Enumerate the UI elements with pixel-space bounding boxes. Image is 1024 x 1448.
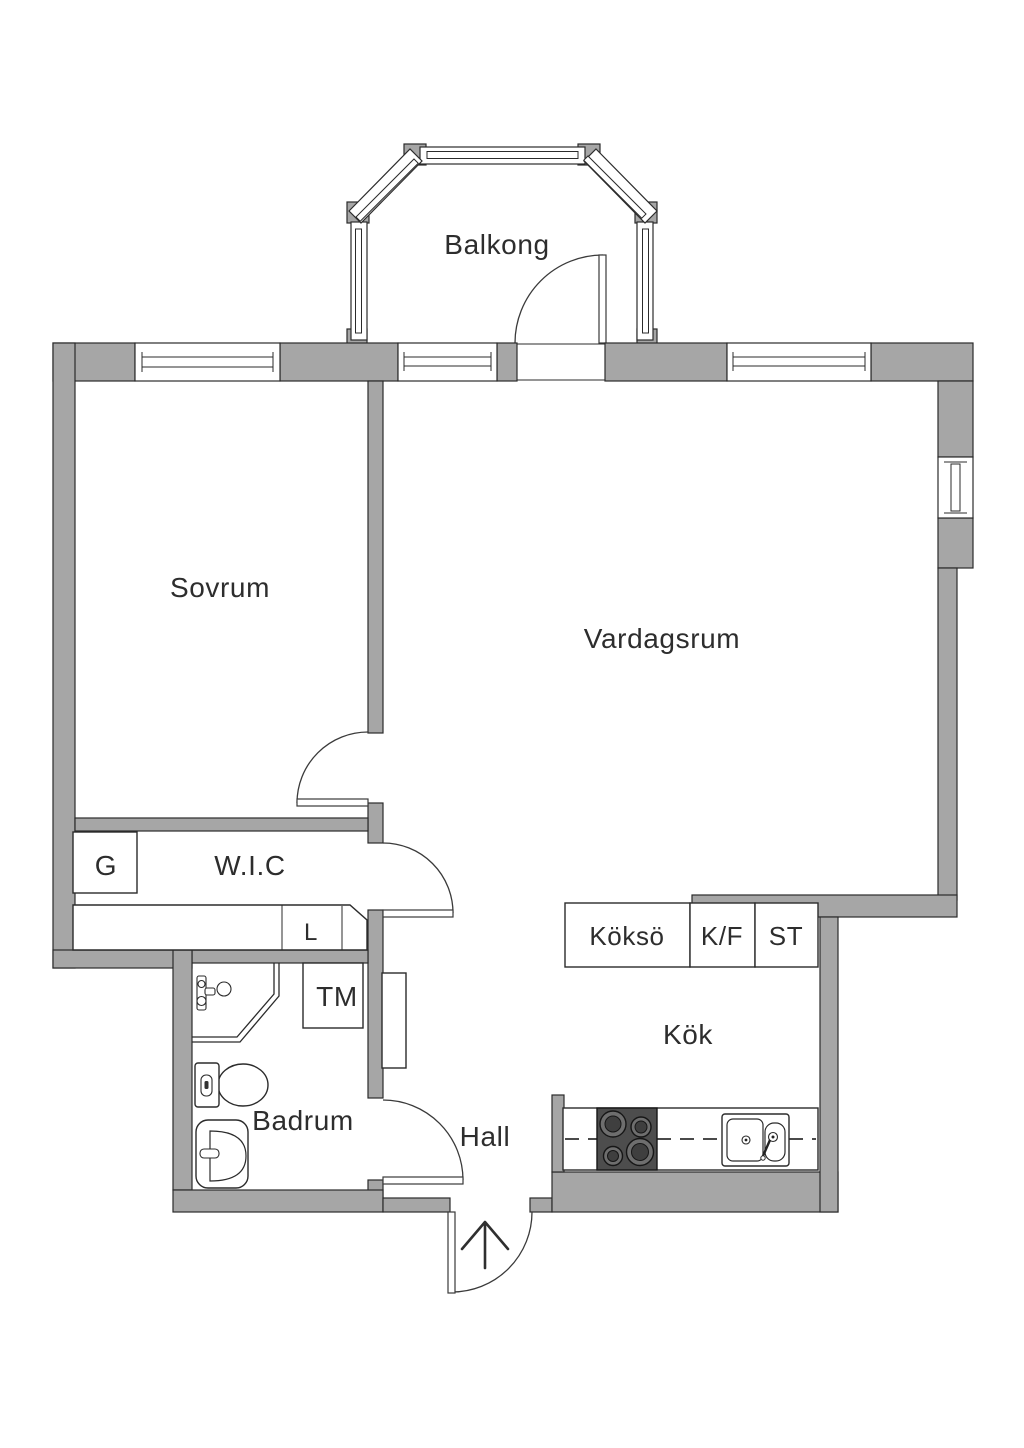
kitchen-sink bbox=[721, 1113, 790, 1167]
wall-segment bbox=[172, 949, 193, 1191]
balcony-door-leaf bbox=[598, 254, 607, 344]
fixture-label-g: G bbox=[95, 850, 117, 881]
fixture-label-tm: TM bbox=[316, 981, 358, 1012]
wall-segment bbox=[819, 916, 839, 1213]
windows bbox=[134, 342, 974, 519]
washing-machine-box bbox=[302, 962, 364, 1029]
bathroom-door-leaf bbox=[382, 1176, 464, 1185]
room-label-sovrum: Sovrum bbox=[170, 572, 270, 603]
wall-segment bbox=[551, 1171, 839, 1213]
balcony-bay bbox=[346, 143, 658, 381]
wall-segment bbox=[937, 380, 974, 458]
wall-segment bbox=[279, 342, 399, 382]
toilet bbox=[194, 1062, 269, 1108]
wic-closet-row bbox=[72, 904, 368, 951]
wall-segment bbox=[937, 567, 958, 901]
livingroom-window-right-wall bbox=[937, 456, 974, 519]
wall-segment bbox=[382, 1197, 451, 1213]
wall-segment bbox=[52, 949, 193, 969]
bedroom-door-swing-arc bbox=[296, 731, 369, 804]
wall-segment bbox=[937, 517, 974, 569]
room-label-vardagsrum: Vardagsrum bbox=[584, 623, 740, 654]
wic-storage bbox=[72, 831, 368, 951]
wall-segment bbox=[367, 909, 384, 1099]
bathroom-sink bbox=[195, 1119, 249, 1189]
shower-mixer-icon bbox=[196, 975, 232, 1011]
wic-door-swing-arc bbox=[382, 842, 454, 914]
entrance-door-leaf bbox=[447, 1211, 456, 1294]
labels: Balkong Sovrum Vardagsrum W.I.C G L TM B… bbox=[95, 229, 803, 1152]
wall-segment bbox=[74, 817, 369, 832]
fixture-label-l: L bbox=[304, 919, 318, 946]
kitchen bbox=[562, 902, 819, 1171]
balcony-door-swing-arc bbox=[514, 254, 604, 344]
wall-segment bbox=[52, 342, 76, 969]
fixture-label-st: ST bbox=[769, 921, 803, 951]
wall-segment bbox=[870, 342, 974, 382]
wall-segment bbox=[551, 1094, 565, 1173]
doors bbox=[296, 731, 533, 1294]
walls bbox=[52, 342, 974, 1213]
wall-segment bbox=[367, 380, 384, 734]
shower bbox=[192, 963, 280, 1043]
hall-closet bbox=[381, 972, 407, 1069]
entrance-arrow bbox=[460, 1220, 510, 1270]
wic-door bbox=[382, 842, 454, 918]
wall-segment bbox=[367, 802, 384, 844]
wic-door-leaf bbox=[382, 909, 454, 918]
bathroom bbox=[192, 962, 364, 1189]
balcony-window-left bbox=[350, 221, 368, 341]
wall-segment bbox=[604, 342, 728, 382]
kitchen-island-box bbox=[564, 902, 691, 968]
balcony-window-diagonal-right bbox=[583, 148, 658, 224]
balcony-window-top bbox=[419, 146, 586, 165]
wall-segment bbox=[496, 342, 518, 382]
room-label-balkong: Balkong bbox=[444, 229, 549, 260]
fixture-label-kf: K/F bbox=[701, 921, 743, 951]
pantry-box bbox=[754, 902, 819, 968]
wall-segment bbox=[191, 949, 369, 964]
bathroom-door-swing-arc bbox=[382, 1099, 464, 1181]
room-label-kok: Kök bbox=[663, 1019, 713, 1050]
balcony-window-diagonal-left bbox=[348, 148, 423, 224]
room-label-wic: W.I.C bbox=[214, 850, 285, 881]
wall-segment bbox=[172, 1189, 384, 1213]
room-label-badrum: Badrum bbox=[252, 1105, 354, 1136]
bedroom-door bbox=[296, 731, 369, 807]
livingroom-window-left bbox=[397, 342, 498, 382]
wall-segment bbox=[529, 1197, 553, 1213]
livingroom-window-top-right bbox=[726, 342, 872, 382]
bathroom-door bbox=[382, 1099, 464, 1185]
balcony-door bbox=[514, 254, 607, 344]
entrance-door-swing-arc bbox=[451, 1211, 533, 1293]
balcony-window-right bbox=[636, 221, 654, 341]
stove bbox=[596, 1107, 658, 1171]
bedroom-door-leaf bbox=[296, 798, 369, 807]
entrance-door bbox=[447, 1211, 533, 1294]
fixture-label-kokso: Köksö bbox=[589, 921, 664, 951]
wardrobe-g-box bbox=[72, 831, 138, 894]
fridge-freezer-box bbox=[689, 902, 756, 968]
bedroom-window bbox=[134, 342, 281, 382]
room-label-hall: Hall bbox=[460, 1121, 511, 1152]
